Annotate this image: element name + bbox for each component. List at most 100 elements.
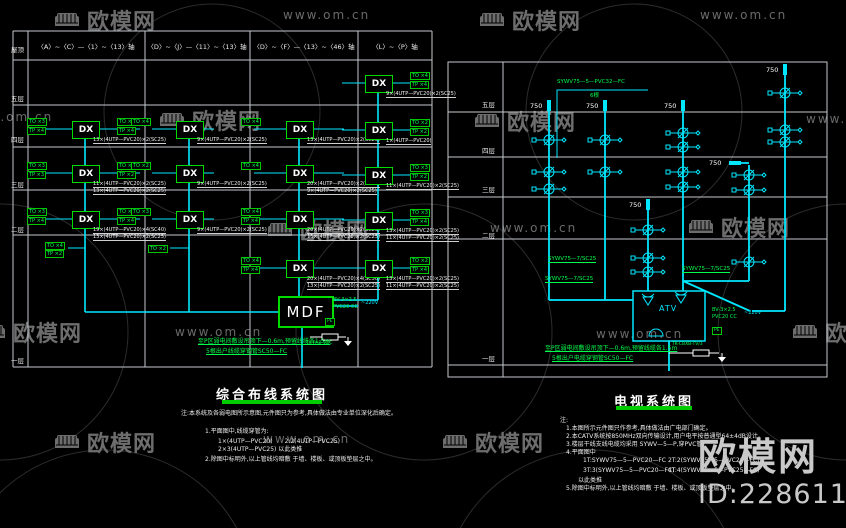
- tap-splitter-icon: [630, 263, 666, 281]
- right-green-note: 至P区弱电间敷设吊顶下—0.6m,预留线缆各1.5m: [545, 345, 678, 352]
- outlet-label: TP ×3: [27, 171, 47, 179]
- floor-label: 五层: [482, 101, 495, 109]
- dx-box: DX: [176, 165, 204, 183]
- note-line: 3T:3(SYWV75—5—PVC20—FC): [583, 467, 675, 474]
- dx-box: DX: [365, 260, 393, 278]
- brand-watermark: 欧模网: [52, 426, 156, 458]
- dx-box: DX: [365, 212, 393, 230]
- mdf-box: MDF: [278, 296, 334, 328]
- tap-splitter-icon: [630, 221, 666, 239]
- url-watermark: www.om.cn: [283, 8, 371, 22]
- cable-spec: 13×(4UTP—PVC20)×2(SC25): [93, 137, 166, 144]
- brand-watermark-text: 欧模网: [507, 111, 577, 136]
- note-line: 4.平面图中: [566, 449, 596, 456]
- title-underline: [222, 400, 322, 404]
- brand-watermark: 欧模网: [790, 316, 846, 348]
- resistor-body: [783, 64, 787, 75]
- cable-spec: 19×(4UTP—PVC20)×4(SC40): [93, 227, 166, 234]
- cable-spec: 1×(4UTP—PVC20): [386, 138, 432, 145]
- outlet-label: TP ×4: [410, 218, 430, 226]
- outlet-label: TO ×2: [410, 257, 430, 265]
- outlet-label: TO ×4: [241, 162, 261, 170]
- right-leader-wire: [556, 89, 648, 158]
- outlet-label: TP ×4: [27, 217, 47, 225]
- dx-box: DX: [72, 121, 100, 139]
- url-watermark: www.om.cn: [175, 325, 263, 339]
- tap-splitter-icon: [767, 133, 803, 151]
- mdf-voltage-label: ~220V: [361, 300, 379, 306]
- outlet-label: TO ×3: [27, 208, 47, 216]
- note-line: 以此类推: [578, 477, 603, 484]
- cable-spec: 9×(4UTP—PVC20)×2(SC25): [197, 227, 267, 234]
- left-ground-icon: [344, 341, 352, 346]
- cable-spec: 9×(4UTP—PVC20)×2(SC25): [386, 91, 456, 98]
- atv-power-spec: BV-3×2.5: [712, 307, 736, 313]
- cable-spec: 20×(4UTP—PVC20)×2(SC25): [307, 227, 380, 234]
- outlet-label: TO ×3: [410, 164, 430, 172]
- url-watermark: www.om.cn: [263, 432, 351, 446]
- floor-label: 三层: [11, 181, 24, 189]
- note-line: 2.本CATV系统按850MHz双向传输设计,用户电平按普通型64±4dB设计。: [566, 433, 764, 440]
- tap-splitter-icon: [630, 249, 666, 267]
- cable-spec-label: SYWV75—7/SC25: [545, 276, 594, 283]
- tap-splitter-icon: [531, 180, 567, 198]
- brand-watermark: 欧模网: [440, 426, 544, 458]
- sofa-icon: [480, 13, 504, 26]
- outlet-label: TO ×4: [45, 242, 65, 250]
- right-green-note: 5根出户电缆穿钢管SC50—FC: [552, 355, 634, 362]
- resistor-body: [603, 100, 607, 111]
- outlet-label: TO ×4: [410, 72, 430, 80]
- right-riser-wires: [548, 75, 786, 371]
- resistor-body: [681, 100, 685, 111]
- brand-watermark-text: 欧模网: [87, 432, 157, 457]
- cable-spec: 13×(4UTP—PVC20)×2(SC25): [386, 276, 459, 283]
- outlet-label: TO ×2: [131, 162, 151, 170]
- dx-box: DX: [176, 211, 204, 229]
- brand-watermark-text: 欧模网: [475, 432, 545, 457]
- url-watermark: www.om.cn: [806, 112, 846, 126]
- outlet-label: TP ×4: [410, 266, 430, 274]
- note-line: 5.除图中标明外,以上管线均暗敷 于墙、楼板、或顶板垫层之中。: [566, 485, 738, 492]
- dx-box: DX: [365, 75, 393, 93]
- note-line: 2T:2(SYWV75—5—PVC20—FC): [668, 457, 760, 464]
- mdf-power-spec: PVC20 CC: [333, 304, 358, 310]
- note-line: 注:本系统及各弱电图所示意图,元件图只为参考,具体做法由专业单位深化后确定。: [181, 410, 397, 417]
- axis-header-label: 〈D〉~〈J〉—〈11〉~〈13〉轴: [147, 43, 247, 51]
- sofa-icon: [475, 114, 499, 127]
- axis-header-label: 〈A〉~〈C〉—〈1〉~〈13〉轴: [37, 43, 135, 51]
- left-diagram-title: 综合布线系统图: [215, 388, 329, 403]
- terminator-value: 750: [709, 159, 722, 167]
- dx-box: DX: [365, 167, 393, 185]
- left-grid: [12, 30, 433, 368]
- floor-label: 四层: [482, 147, 495, 155]
- site-id-text: ID:2286113: [698, 479, 846, 510]
- axis-header-label: 〈D〉~〈F〉—〈13〉~〈46〉轴: [253, 43, 355, 51]
- tap-splitter-icon: [531, 131, 567, 149]
- brand-watermark: 欧模网: [477, 4, 581, 36]
- tap-splitter-icon: [665, 163, 701, 181]
- left-surge-arrester: [310, 333, 349, 341]
- site-brand-text: 欧模网: [698, 435, 819, 479]
- floor-label: 二层: [482, 232, 495, 240]
- atv-power-spec: PVC20 CC: [712, 314, 737, 320]
- outlet-label: TO ×2: [410, 119, 430, 127]
- tap-splitter-icon: [587, 131, 623, 149]
- brand-watermark-text: 欧模网: [512, 10, 582, 35]
- title-underline: [616, 406, 692, 410]
- sofa-icon: [443, 435, 467, 448]
- note-line: 2.除图中标明外,以上管线均暗敷 于墙、楼板、或顶板垫层之中。: [205, 456, 377, 463]
- terminator-value: 750: [629, 201, 642, 209]
- cable-spec: 9×(4UTP—PVC20)×2(SC25): [197, 137, 267, 144]
- atv-voltage-label: ~220V: [744, 310, 762, 316]
- note-line: 1.本图所示元件图只作参考,具体做法由广电部门确定。: [566, 425, 712, 432]
- outlet-label: TO ×3: [27, 118, 47, 126]
- cable-spec: 13×(4UTP—PVC20)×2(SC25): [307, 283, 380, 290]
- atv-box: [632, 290, 706, 342]
- dx-box: DX: [286, 121, 314, 139]
- floor-label: 一层: [482, 355, 495, 363]
- dome-icon: [648, 328, 664, 337]
- cable-spec: 13×(4UTP—PVC20)×2(SC25): [307, 234, 380, 241]
- tap-splitter-icon: [587, 163, 623, 181]
- sofa-icon: [0, 325, 5, 338]
- brand-watermark: 欧模网: [686, 211, 790, 243]
